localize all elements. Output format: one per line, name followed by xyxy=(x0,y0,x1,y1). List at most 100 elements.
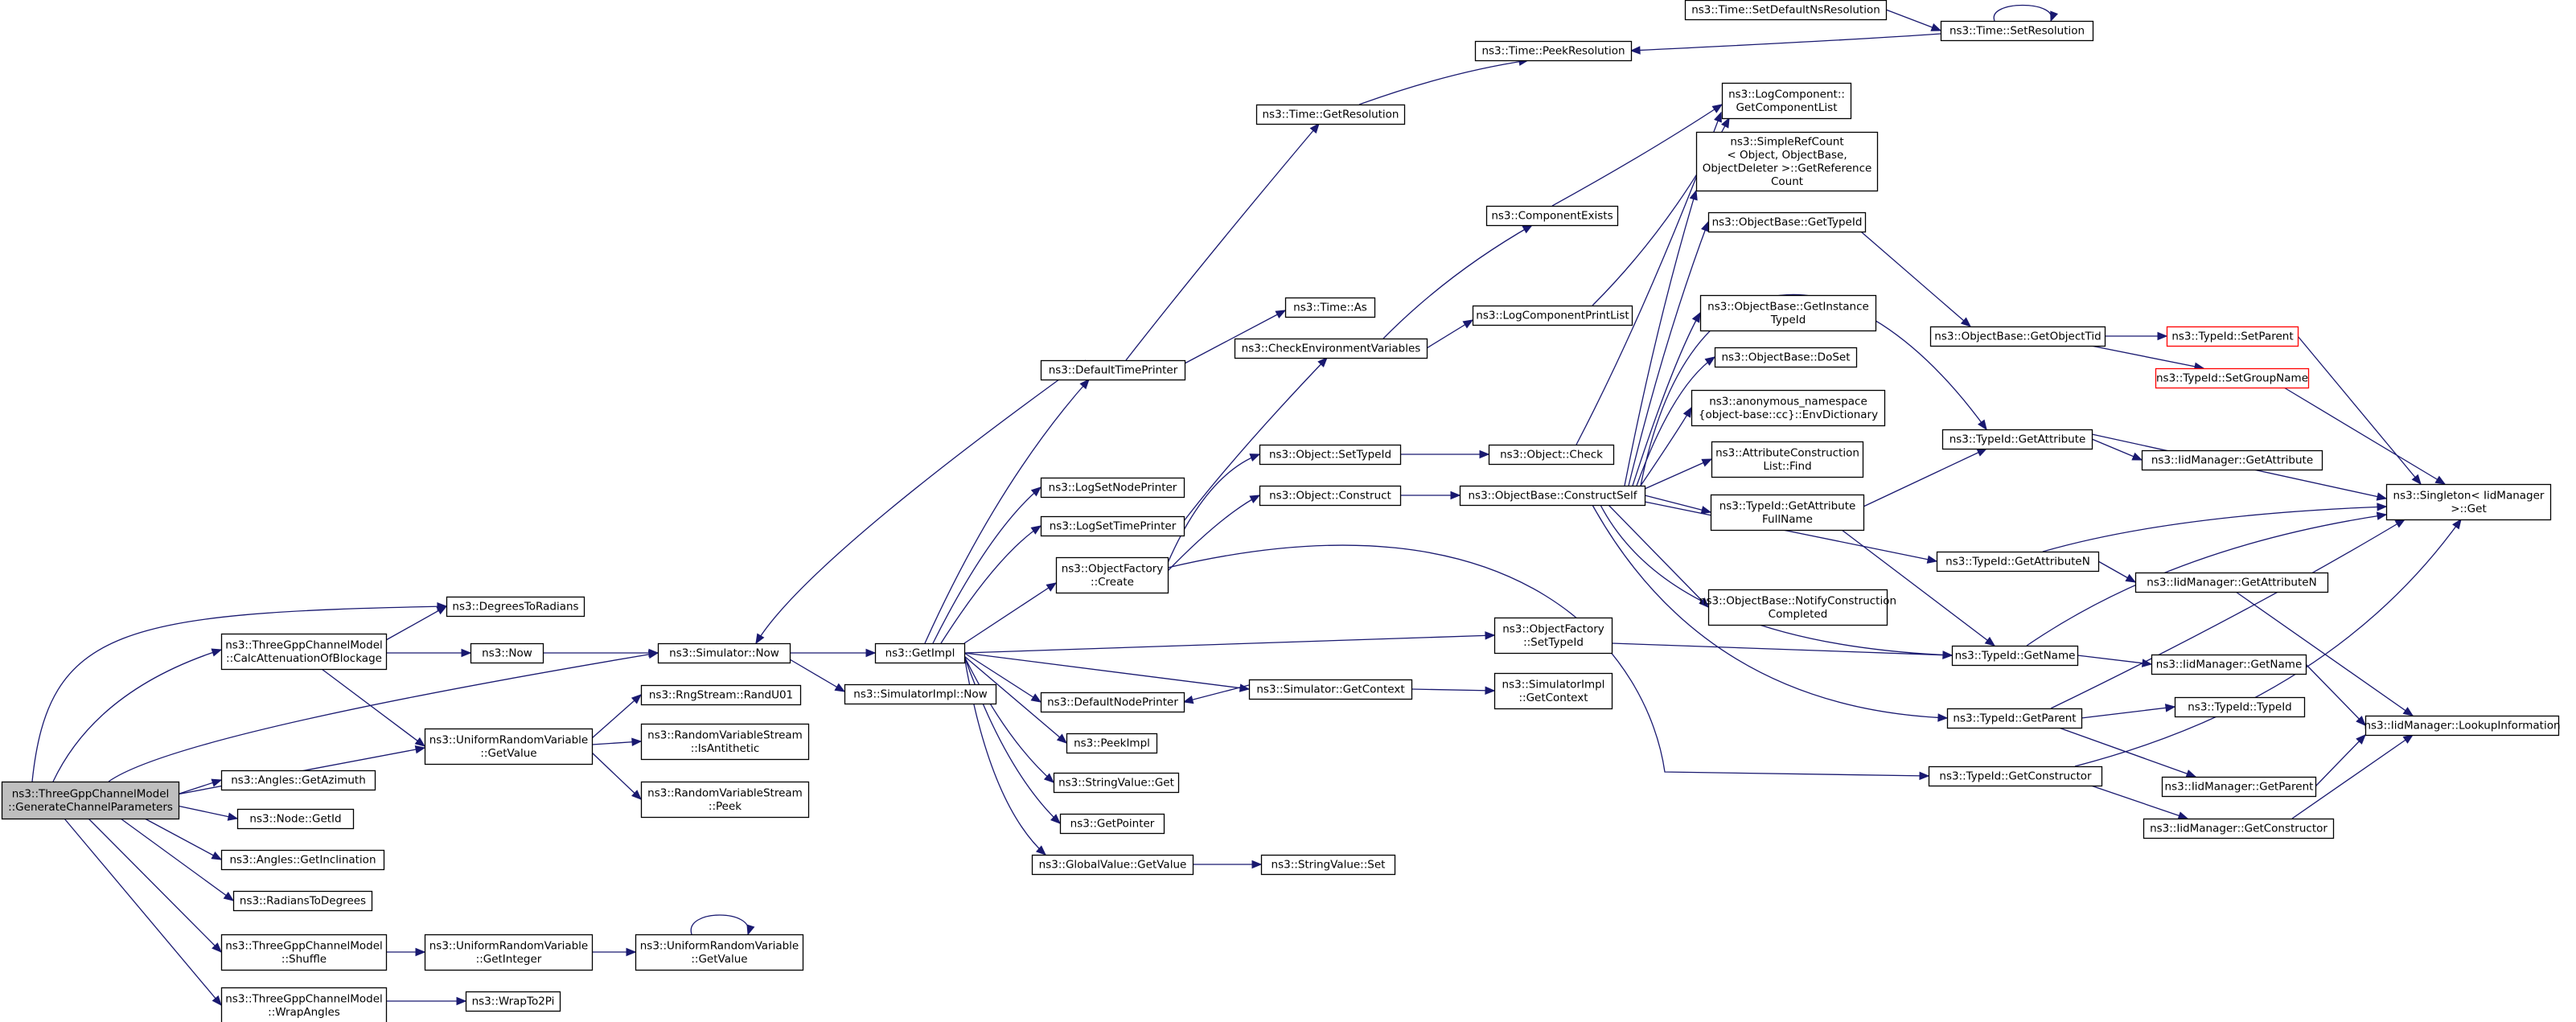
node-label-line: ::GenerateChannelParameters xyxy=(8,801,173,814)
arrowhead xyxy=(834,683,846,692)
node-objSetTypeId[interactable]: ns3::Object::SetTypeId xyxy=(1259,444,1402,466)
node-typeIdGetAttrN[interactable]: ns3::TypeId::GetAttributeN xyxy=(1936,551,2100,573)
node-getImpl[interactable]: ns3::GetImpl xyxy=(874,642,966,664)
node-urvGetValue[interactable]: ns3::UniformRandomVariable::GetValue xyxy=(424,728,594,765)
node-root[interactable]: ns3::ThreeGppChannelModel::GenerateChann… xyxy=(1,781,180,820)
call-edge xyxy=(1182,684,1250,704)
node-timePeekRes[interactable]: ns3::Time::PeekResolution xyxy=(1474,40,1633,62)
call-edge xyxy=(2291,734,2414,819)
node-objBaseCS[interactable]: ns3::ObjectBase::ConstructSelf xyxy=(1459,485,1646,507)
node-iidGetName[interactable]: ns3::IidManager::GetName xyxy=(2151,654,2307,675)
node-getPointer[interactable]: ns3::GetPointer xyxy=(1059,813,1165,835)
call-edge xyxy=(385,605,448,641)
node-typeIdGetName[interactable]: ns3::TypeId::GetName xyxy=(1951,645,2079,667)
node-objBaseGetObjTid[interactable]: ns3::ObjectBase::GetObjectTid xyxy=(1929,326,2106,347)
node-timeSetDefNs[interactable]: ns3::Time::SetDefaultNsResolution xyxy=(1684,0,1888,21)
node-objBaseDoSet[interactable]: ns3::ObjectBase::DoSet xyxy=(1714,347,1858,368)
node-box xyxy=(220,770,376,791)
node-now[interactable]: ns3::Now xyxy=(470,642,544,664)
call-edge-line xyxy=(1411,688,1495,692)
node-globalValGet[interactable]: ns3::GlobalValue::GetValue xyxy=(1031,854,1194,876)
node-box xyxy=(1259,485,1402,507)
call-edge-line xyxy=(176,805,238,819)
node-simpleRefCount[interactable]: ns3::SimpleRefCount< Object, ObjectBase,… xyxy=(1695,131,1879,192)
node-peek[interactable]: ns3::RandomVariableStream::Peek xyxy=(640,781,810,819)
node-wrapTo2Pi[interactable]: ns3::WrapTo2Pi xyxy=(465,991,561,1012)
node-simImplGetContext[interactable]: ns3::SimulatorImpl::GetContext xyxy=(1493,672,1613,710)
node-peekImpl[interactable]: ns3::PeekImpl xyxy=(1066,733,1158,754)
node-box xyxy=(1707,589,1888,626)
node-checkEnv[interactable]: ns3::CheckEnvironmentVariables xyxy=(1234,338,1428,359)
call-edge xyxy=(1608,504,1709,608)
node-defNodePrinter[interactable]: ns3::DefaultNodePrinter xyxy=(1040,692,1185,713)
node-typeIdGetCons[interactable]: ns3::TypeId::GetConstructor xyxy=(1928,765,2103,787)
node-label-line: >::Get xyxy=(2451,503,2486,515)
node-typeIdGetAttr[interactable]: ns3::TypeId::GetAttribute xyxy=(1941,429,2093,450)
node-iidGetAttr[interactable]: ns3::IidManager::GetAttribute xyxy=(2141,449,2323,471)
node-radToDeg[interactable]: ns3::RadiansToDegrees xyxy=(232,890,373,912)
node-typeIdTypeId[interactable]: ns3::TypeId::TypeId xyxy=(2174,696,2306,718)
node-iidGetAttrN[interactable]: ns3::IidManager::GetAttributeN xyxy=(2134,572,2329,593)
node-timeSetRes[interactable]: ns3::Time::SetResolution xyxy=(1940,20,2094,42)
node-randU01[interactable]: ns3::RngStream::RandU01 xyxy=(640,684,802,706)
call-edge xyxy=(2235,591,2414,716)
node-label-line: ns3::LogSetTimePrinter xyxy=(1050,520,1177,533)
node-degToRad[interactable]: ns3::DegreesToRadians xyxy=(446,596,585,618)
node-objBaseGetTypeId[interactable]: ns3::ObjectBase::GetTypeId xyxy=(1707,211,1867,233)
node-timeGetRes[interactable]: ns3::Time::GetResolution xyxy=(1255,104,1406,125)
node-logCompPrint[interactable]: ns3::LogComponentPrintList xyxy=(1472,305,1633,326)
node-nodeGetId[interactable]: ns3::Node::GetId xyxy=(236,808,355,830)
node-strValGet[interactable]: ns3::StringValue::Get xyxy=(1053,772,1180,794)
call-edge-line xyxy=(2077,655,2152,665)
node-logCompGetList[interactable]: ns3::LogComponent::GetComponentList xyxy=(1721,82,1852,120)
node-typeIdSetGroup[interactable]: ns3::TypeId::SetGroupName xyxy=(2155,367,2310,389)
node-singletonGet[interactable]: ns3::Singleton< IidManager>::Get xyxy=(2385,483,2552,521)
node-typeIdSetParent[interactable]: ns3::TypeId::SetParent xyxy=(2166,326,2299,347)
arrowhead xyxy=(1249,454,1261,462)
node-typeIdGetParent[interactable]: ns3::TypeId::GetParent xyxy=(1946,708,2083,729)
node-iidLookup[interactable]: ns3::IidManager::LookupInformation xyxy=(2364,715,2561,737)
node-simNow[interactable]: ns3::Simulator::Now xyxy=(657,642,791,664)
node-notifyCons[interactable]: ns3::ObjectBase::NotifyConstructionCompl… xyxy=(1699,589,1896,626)
node-simGetContext[interactable]: ns3::Simulator::GetContext xyxy=(1248,679,1413,700)
node-logSetNodePrinter[interactable]: ns3::LogSetNodePrinter xyxy=(1040,477,1185,499)
node-wrapAngles[interactable]: ns3::ThreeGppChannelModel::WrapAngles xyxy=(220,987,388,1022)
node-compExists[interactable]: ns3::ComponentExists xyxy=(1485,205,1619,227)
node-timeAs[interactable]: ns3::Time::As xyxy=(1284,297,1376,318)
node-envDict[interactable]: ns3::anonymous_namespace{object-base::cc… xyxy=(1691,389,1886,427)
node-box xyxy=(1929,326,2106,347)
node-box xyxy=(657,642,791,664)
arrowhead xyxy=(1275,310,1287,319)
node-objConstruct[interactable]: ns3::Object::Construct xyxy=(1259,485,1402,507)
call-edge xyxy=(963,652,1251,692)
node-label-line: ns3::DefaultTimePrinter xyxy=(1049,364,1178,377)
call-edge xyxy=(932,486,1042,644)
node-objFactSetTypeId[interactable]: ns3::ObjectFactory::SetTypeId xyxy=(1493,617,1613,655)
arrowhead xyxy=(1976,448,1988,457)
node-box xyxy=(1695,131,1879,192)
node-objCheck[interactable]: ns3::Object::Check xyxy=(1488,444,1615,466)
node-simImplNow[interactable]: ns3::SimulatorImpl::Now xyxy=(844,683,997,705)
call-edge-line xyxy=(108,652,659,782)
node-objFactCreate[interactable]: ns3::ObjectFactory::Create xyxy=(1055,556,1169,594)
node-urvGetValue2[interactable]: ns3::UniformRandomVariable::GetValue xyxy=(635,934,804,971)
node-shuffle[interactable]: ns3::ThreeGppChannelModel::Shuffle xyxy=(220,934,388,971)
node-strValSet[interactable]: ns3::StringValue::Set xyxy=(1260,854,1396,876)
node-logSetTimePrinter[interactable]: ns3::LogSetTimePrinter xyxy=(1040,515,1185,537)
node-iidGetParent[interactable]: ns3::IidManager::GetParent xyxy=(2161,776,2317,798)
node-isAnti[interactable]: ns3::RandomVariableStream::IsAntithetic xyxy=(640,723,810,761)
node-calcAtt[interactable]: ns3::ThreeGppChannelModel::CalcAttenuati… xyxy=(220,633,388,671)
node-getIncl[interactable]: ns3::Angles::GetInclination xyxy=(220,849,385,871)
node-label-line: ns3::GlobalValue::GetValue xyxy=(1039,859,1187,872)
node-urvGetInt[interactable]: ns3::UniformRandomVariable::GetInteger xyxy=(424,934,594,971)
node-defTimePrinter[interactable]: ns3::DefaultTimePrinter xyxy=(1040,359,1186,381)
node-getAzimuth[interactable]: ns3::Angles::GetAzimuth xyxy=(220,770,376,791)
call-edge xyxy=(2315,734,2366,787)
node-box xyxy=(1040,359,1186,381)
node-iidGetCons[interactable]: ns3::IidManager::GetConstructor xyxy=(2143,818,2335,839)
node-label-line: ns3::RandomVariableStream xyxy=(647,786,803,799)
